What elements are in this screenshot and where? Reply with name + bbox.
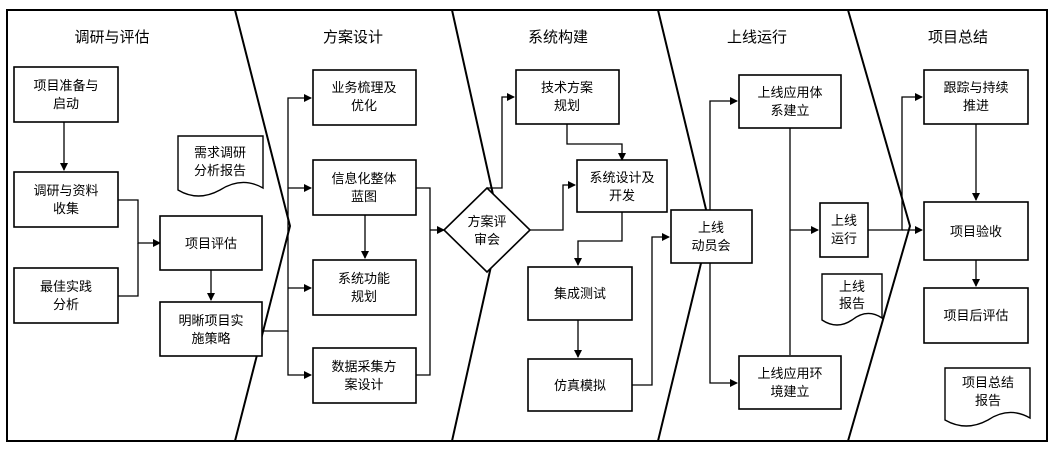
label-project-eval: 项目评估: [185, 237, 237, 252]
node-integration-test: [527, 266, 633, 321]
label-app-system-build-1: 上线应用体: [757, 85, 822, 101]
node-clarify-strategy: [159, 301, 263, 357]
connectors: [60, 93, 980, 387]
label-it-blueprint-2: 蓝图: [351, 190, 377, 205]
label-system-dev-1: 系统设计及: [589, 171, 654, 186]
label-simulation: 仿真模拟: [554, 379, 606, 394]
node-track-promote: [923, 69, 1029, 125]
node-tech-plan: [515, 69, 620, 125]
label-business-optimize-1: 业务梳理及: [331, 80, 396, 96]
label-system-dev-2: 开发: [609, 188, 635, 204]
label-clarify-strategy-2: 施策略: [191, 331, 230, 347]
label-data-collect-design-1: 数据采集方: [331, 359, 396, 375]
node-app-system-build: [738, 74, 842, 129]
label-best-practice-1: 最佳实践: [40, 280, 92, 295]
label-app-env-build-1: 上线应用环: [757, 366, 822, 382]
label-function-plan-2: 规划: [351, 290, 377, 305]
label-integration-test: 集成测试: [554, 286, 606, 302]
label-requirement-report-2: 分析报告: [194, 164, 246, 179]
node-simulation: [527, 358, 633, 412]
phase-title-summary: 项目总结: [928, 28, 988, 46]
phase-title-build: 系统构建: [528, 28, 588, 46]
label-plan-review-1: 方案评: [467, 214, 506, 230]
phase-title-launch: 上线运行: [727, 28, 787, 46]
phase-title-research: 调研与评估: [74, 28, 149, 46]
node-launch-mobilization: [670, 209, 753, 264]
label-function-plan-1: 系统功能: [338, 272, 390, 287]
label-prep-launch-2: 启动: [53, 97, 79, 112]
node-post-eval: [923, 287, 1029, 344]
label-post-eval: 项目后评估: [943, 309, 1008, 324]
label-app-env-build-2: 境建立: [770, 385, 809, 400]
label-run-1: 上线: [831, 214, 857, 229]
label-run-2: 运行: [831, 232, 857, 247]
label-track-promote-1: 跟踪与持续: [943, 81, 1008, 96]
node-function-plan: [312, 259, 417, 316]
diagram-frame: [6, 9, 1048, 442]
label-summary-report-1: 项目总结: [962, 376, 1014, 391]
label-it-blueprint-1: 信息化整体: [331, 171, 396, 187]
node-research-collect: [13, 171, 119, 228]
label-plan-review-2: 审会: [474, 233, 500, 248]
label-research-collect-2: 收集: [53, 201, 79, 217]
node-app-env-build: [738, 355, 842, 410]
node-run: [819, 202, 869, 258]
phase-title-design: 方案设计: [323, 28, 383, 46]
label-best-practice-2: 分析: [53, 298, 79, 313]
label-app-system-build-2: 系建立: [770, 104, 809, 119]
node-plan-review-diamond: [442, 186, 532, 274]
label-track-promote-2: 推进: [963, 99, 989, 114]
node-best-practice: [13, 267, 119, 324]
node-project-eval: [159, 215, 263, 271]
doc-launch-report-shape: [821, 273, 883, 326]
doc-summary-report-shape: [944, 367, 1031, 427]
node-prep-launch: [13, 66, 119, 123]
label-data-collect-design-2: 案设计: [344, 378, 383, 393]
node-acceptance: [923, 201, 1029, 261]
label-launch-mobilization-2: 动员会: [691, 239, 730, 254]
label-requirement-report-1: 需求调研: [194, 146, 246, 161]
node-it-blueprint: [312, 159, 417, 216]
node-system-dev: [576, 159, 668, 213]
node-business-optimize: [312, 69, 417, 126]
label-launch-report-2: 报告: [839, 297, 865, 312]
doc-requirement-report-shape: [177, 135, 264, 197]
label-acceptance: 项目验收: [950, 224, 1002, 240]
label-business-optimize-2: 优化: [351, 99, 377, 114]
label-launch-report-1: 上线: [839, 280, 865, 295]
label-prep-launch-1: 项目准备与: [33, 78, 98, 94]
label-summary-report-2: 报告: [975, 394, 1001, 409]
label-clarify-strategy-1: 明晰项目实: [178, 314, 243, 329]
label-launch-mobilization-1: 上线: [698, 221, 724, 236]
label-tech-plan-1: 技术方案: [541, 80, 593, 96]
label-tech-plan-2: 规划: [554, 99, 580, 114]
node-data-collect-design: [312, 347, 417, 404]
label-research-collect-1: 调研与资料: [33, 184, 98, 199]
